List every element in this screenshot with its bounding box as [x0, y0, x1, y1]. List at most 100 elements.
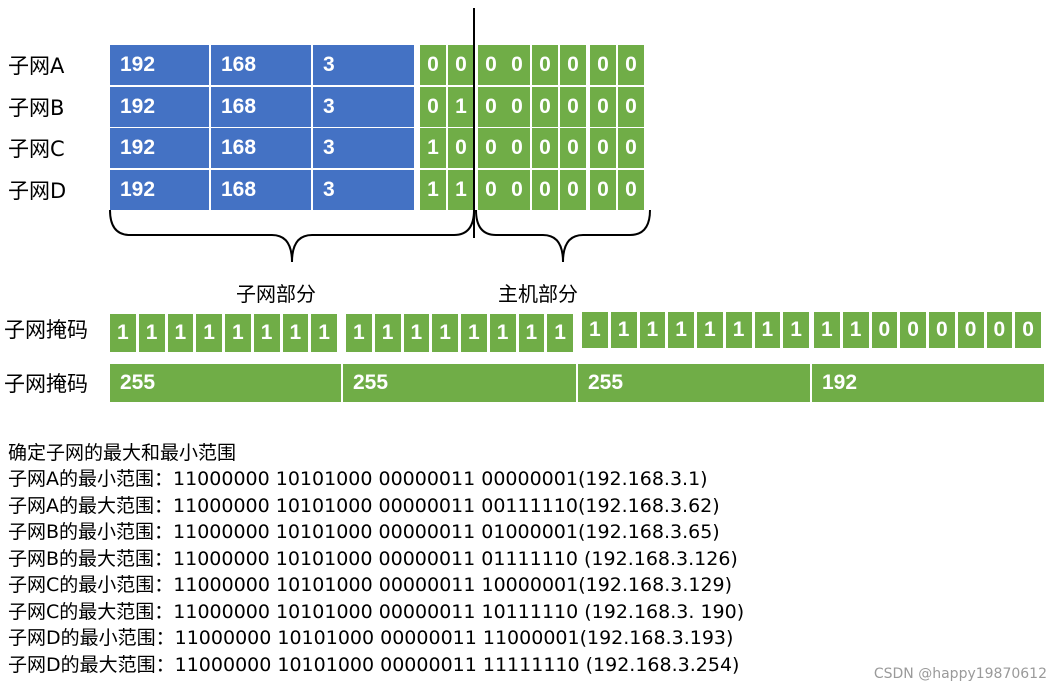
network-octet: 3 [313, 87, 414, 127]
host-part-label: 主机部分 [498, 282, 578, 306]
host-bit: 0 [618, 128, 644, 168]
host-bit: 0 [504, 170, 530, 210]
mask-bit: 1 [518, 314, 545, 352]
mask-bit: 1 [167, 314, 194, 352]
mask-octet: 255 [110, 364, 341, 402]
mask-bit: 1 [814, 312, 840, 348]
subnet-row-label: 子网B [8, 96, 65, 120]
mask-bit: 1 [547, 314, 573, 352]
mask-bit: 0 [957, 312, 984, 348]
network-octet: 168 [211, 87, 311, 127]
host-bit: 0 [532, 128, 558, 168]
host-bit: 0 [532, 45, 558, 85]
mask-octet: 255 [343, 364, 576, 402]
range-line: 子网B的最大范围：11000000 10101000 00000011 0111… [8, 547, 738, 570]
host-bit: 0 [560, 170, 586, 210]
host-bit: 0 [560, 87, 586, 127]
mask-bit: 1 [196, 314, 222, 352]
host-bit: 0 [420, 45, 446, 85]
mask-bit: 0 [986, 312, 1013, 348]
host-bit: 0 [560, 45, 586, 85]
mask-bit: 0 [929, 312, 955, 348]
network-octet: 192 [110, 170, 209, 210]
host-bit: 0 [448, 45, 474, 85]
mask-decimal-label: 子网掩码 [4, 372, 88, 396]
network-octet: 3 [313, 128, 414, 168]
mask-bit: 1 [461, 314, 487, 352]
subnet-row-label: 子网D [8, 179, 67, 203]
host-bit: 1 [420, 170, 446, 210]
network-octet: 168 [211, 45, 311, 85]
host-bit: 0 [420, 87, 446, 127]
mask-bit: 1 [225, 314, 251, 352]
mask-bit: 0 [871, 312, 898, 348]
host-bit: 0 [590, 45, 616, 85]
host-bit: 0 [532, 87, 558, 127]
mask-bit: 1 [110, 314, 136, 352]
range-line: 子网D的最大范围：11000000 10101000 00000011 1111… [8, 653, 740, 676]
range-line: 子网A的最大范围：11000000 10101000 00000011 0011… [8, 494, 720, 517]
host-bit: 0 [590, 128, 616, 168]
mask-bit: 1 [783, 312, 809, 348]
mask-bit: 1 [311, 314, 337, 352]
mask-bit: 1 [138, 314, 165, 352]
host-bit: 0 [448, 128, 474, 168]
host-bit: 0 [532, 170, 558, 210]
host-bit: 1 [420, 128, 446, 168]
network-octet: 168 [211, 170, 311, 210]
subnet-part-brace [109, 209, 475, 263]
host-bit: 1 [448, 87, 474, 127]
host-bit: 0 [590, 170, 616, 210]
network-octet: 192 [110, 45, 209, 85]
mask-bit: 1 [668, 312, 694, 348]
mask-bit: 1 [403, 314, 430, 352]
mask-bit: 1 [489, 314, 516, 352]
mask-bit: 1 [842, 312, 869, 348]
network-octet: 3 [313, 45, 414, 85]
host-bit: 0 [504, 45, 530, 85]
mask-octet: 192 [812, 364, 1044, 402]
calc-title: 确定子网的最大和最小范围 [8, 442, 237, 464]
mask-bit: 1 [639, 312, 666, 348]
host-bit: 0 [618, 87, 644, 127]
host-bit: 0 [618, 170, 644, 210]
host-part-brace [475, 209, 651, 263]
mask-binary-label: 子网掩码 [4, 318, 88, 342]
range-line: 子网A的最小范围：11000000 10101000 00000011 0000… [8, 468, 708, 490]
range-line: 子网C的最大范围：11000000 10101000 00000011 1011… [8, 600, 745, 623]
mask-bit: 1 [432, 314, 458, 352]
host-bit: 0 [478, 45, 504, 85]
host-bit: 0 [504, 128, 530, 168]
mask-bit: 1 [754, 312, 781, 348]
host-bit: 0 [504, 87, 530, 127]
network-octet: 3 [313, 170, 414, 210]
mask-bit: 1 [374, 314, 401, 352]
watermark: CSDN @happy19870612 [873, 666, 1047, 682]
mask-bit: 1 [697, 312, 723, 348]
subnet-row-label: 子网A [8, 54, 65, 78]
host-bit: 0 [478, 128, 504, 168]
mask-bit: 0 [900, 312, 926, 348]
host-bit: 0 [478, 87, 504, 127]
network-octet: 168 [211, 128, 311, 168]
mask-bit: 1 [725, 312, 752, 348]
mask-bit: 1 [253, 314, 280, 352]
subnet-part-label: 子网部分 [236, 282, 316, 306]
host-bit: 0 [478, 170, 504, 210]
bracket-overlay [109, 8, 651, 263]
host-bit: 0 [560, 128, 586, 168]
mask-octet: 255 [578, 364, 810, 402]
mask-bit: 1 [346, 314, 372, 352]
mask-bit: 1 [582, 312, 608, 348]
network-octet: 192 [110, 87, 209, 127]
network-octet: 192 [110, 128, 209, 168]
mask-bit: 1 [282, 314, 309, 352]
range-line: 子网C的最小范围：11000000 10101000 00000011 1000… [8, 574, 733, 596]
mask-bit: 0 [1015, 312, 1041, 348]
host-bit: 1 [448, 170, 474, 210]
subnet-row-label: 子网C [8, 137, 65, 161]
mask-bit: 1 [610, 312, 637, 348]
host-bit: 0 [590, 87, 616, 127]
range-line: 子网B的最小范围：11000000 10101000 00000011 0100… [8, 521, 720, 543]
host-bit: 0 [618, 45, 644, 85]
